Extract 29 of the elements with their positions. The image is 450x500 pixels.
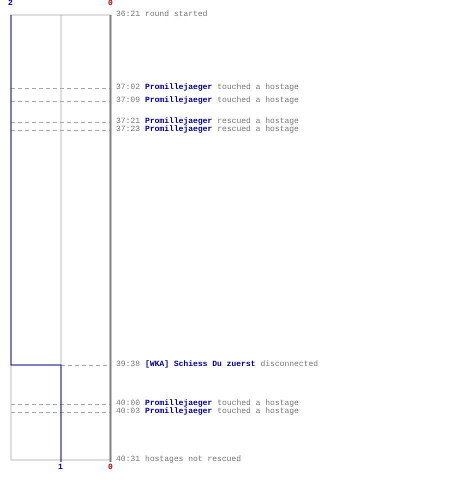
timestamp: 37:02 [116, 84, 140, 92]
event-text: disconnected [260, 361, 318, 369]
timestamp: 40:31 [116, 456, 140, 464]
player-name: Promillejaeger [145, 118, 212, 126]
axis-tick-label: 1 [58, 464, 63, 472]
timestamp: 40:03 [116, 408, 140, 416]
player-name: Promillejaeger [145, 84, 212, 92]
event-text: rescued a hostage [217, 126, 299, 134]
player-name: [WKA] Schiess Du zuerst [145, 361, 256, 369]
event-text: touched a hostage [217, 97, 299, 105]
timestamp: 36:21 [116, 11, 140, 19]
player-name: Promillejaeger [145, 126, 212, 134]
timestamp: 37:23 [116, 126, 140, 134]
event-text: touched a hostage [217, 400, 299, 408]
timestamp: 37:09 [116, 97, 140, 105]
timestamp: 40:00 [116, 400, 140, 408]
player-name: Promillejaeger [145, 408, 212, 416]
event-text: rescued a hostage [217, 118, 299, 126]
timestamp: 39:38 [116, 361, 140, 369]
axis-tick-label: 2 [8, 0, 13, 8]
player-name: Promillejaeger [145, 97, 212, 105]
event-text: touched a hostage [217, 408, 299, 416]
timestamp: 37:21 [116, 118, 140, 126]
axis-tick-label: 0 [108, 0, 113, 8]
event-text: touched a hostage [217, 84, 299, 92]
event-text: round started [145, 11, 208, 19]
event-text: hostages not rescued [145, 456, 242, 464]
player-name: Promillejaeger [145, 400, 212, 408]
axis-tick-label: 0 [108, 464, 113, 472]
